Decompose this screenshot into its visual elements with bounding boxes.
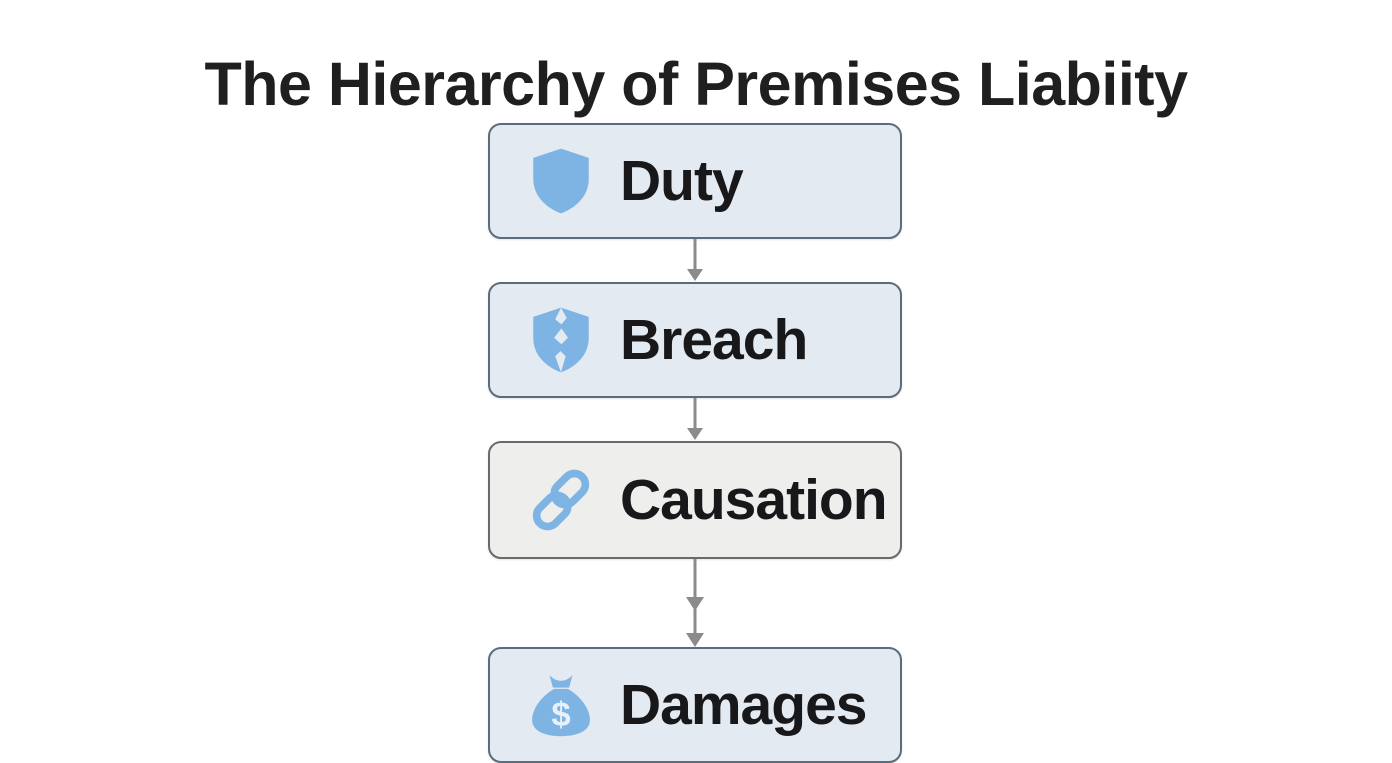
- page-title: The Hierarchy of Premises Liabiity: [204, 49, 1188, 118]
- chain-link-icon: [524, 463, 598, 537]
- shield-icon: [524, 144, 598, 218]
- flow-node-breach[interactable]: Breach: [488, 282, 902, 398]
- connector-duty-to-breach: [687, 239, 703, 282]
- flow-node-causation[interactable]: Causation: [488, 441, 902, 559]
- flow-node-label-duty: Duty: [620, 148, 744, 213]
- flow-node-label-causation: Causation: [620, 467, 888, 532]
- connector-breach-to-causation: [687, 398, 703, 441]
- flow-node-damages[interactable]: $ Damages: [488, 647, 902, 763]
- flow-node-label-damages: Damages: [620, 672, 867, 737]
- connector-causation-to-damages: [686, 559, 704, 647]
- money-bag-icon: $: [524, 668, 598, 742]
- svg-text:$: $: [551, 696, 570, 734]
- flow-node-duty[interactable]: Duty: [488, 123, 902, 239]
- broken-shield-icon: [524, 303, 598, 377]
- flow-node-label-breach: Breach: [620, 307, 808, 372]
